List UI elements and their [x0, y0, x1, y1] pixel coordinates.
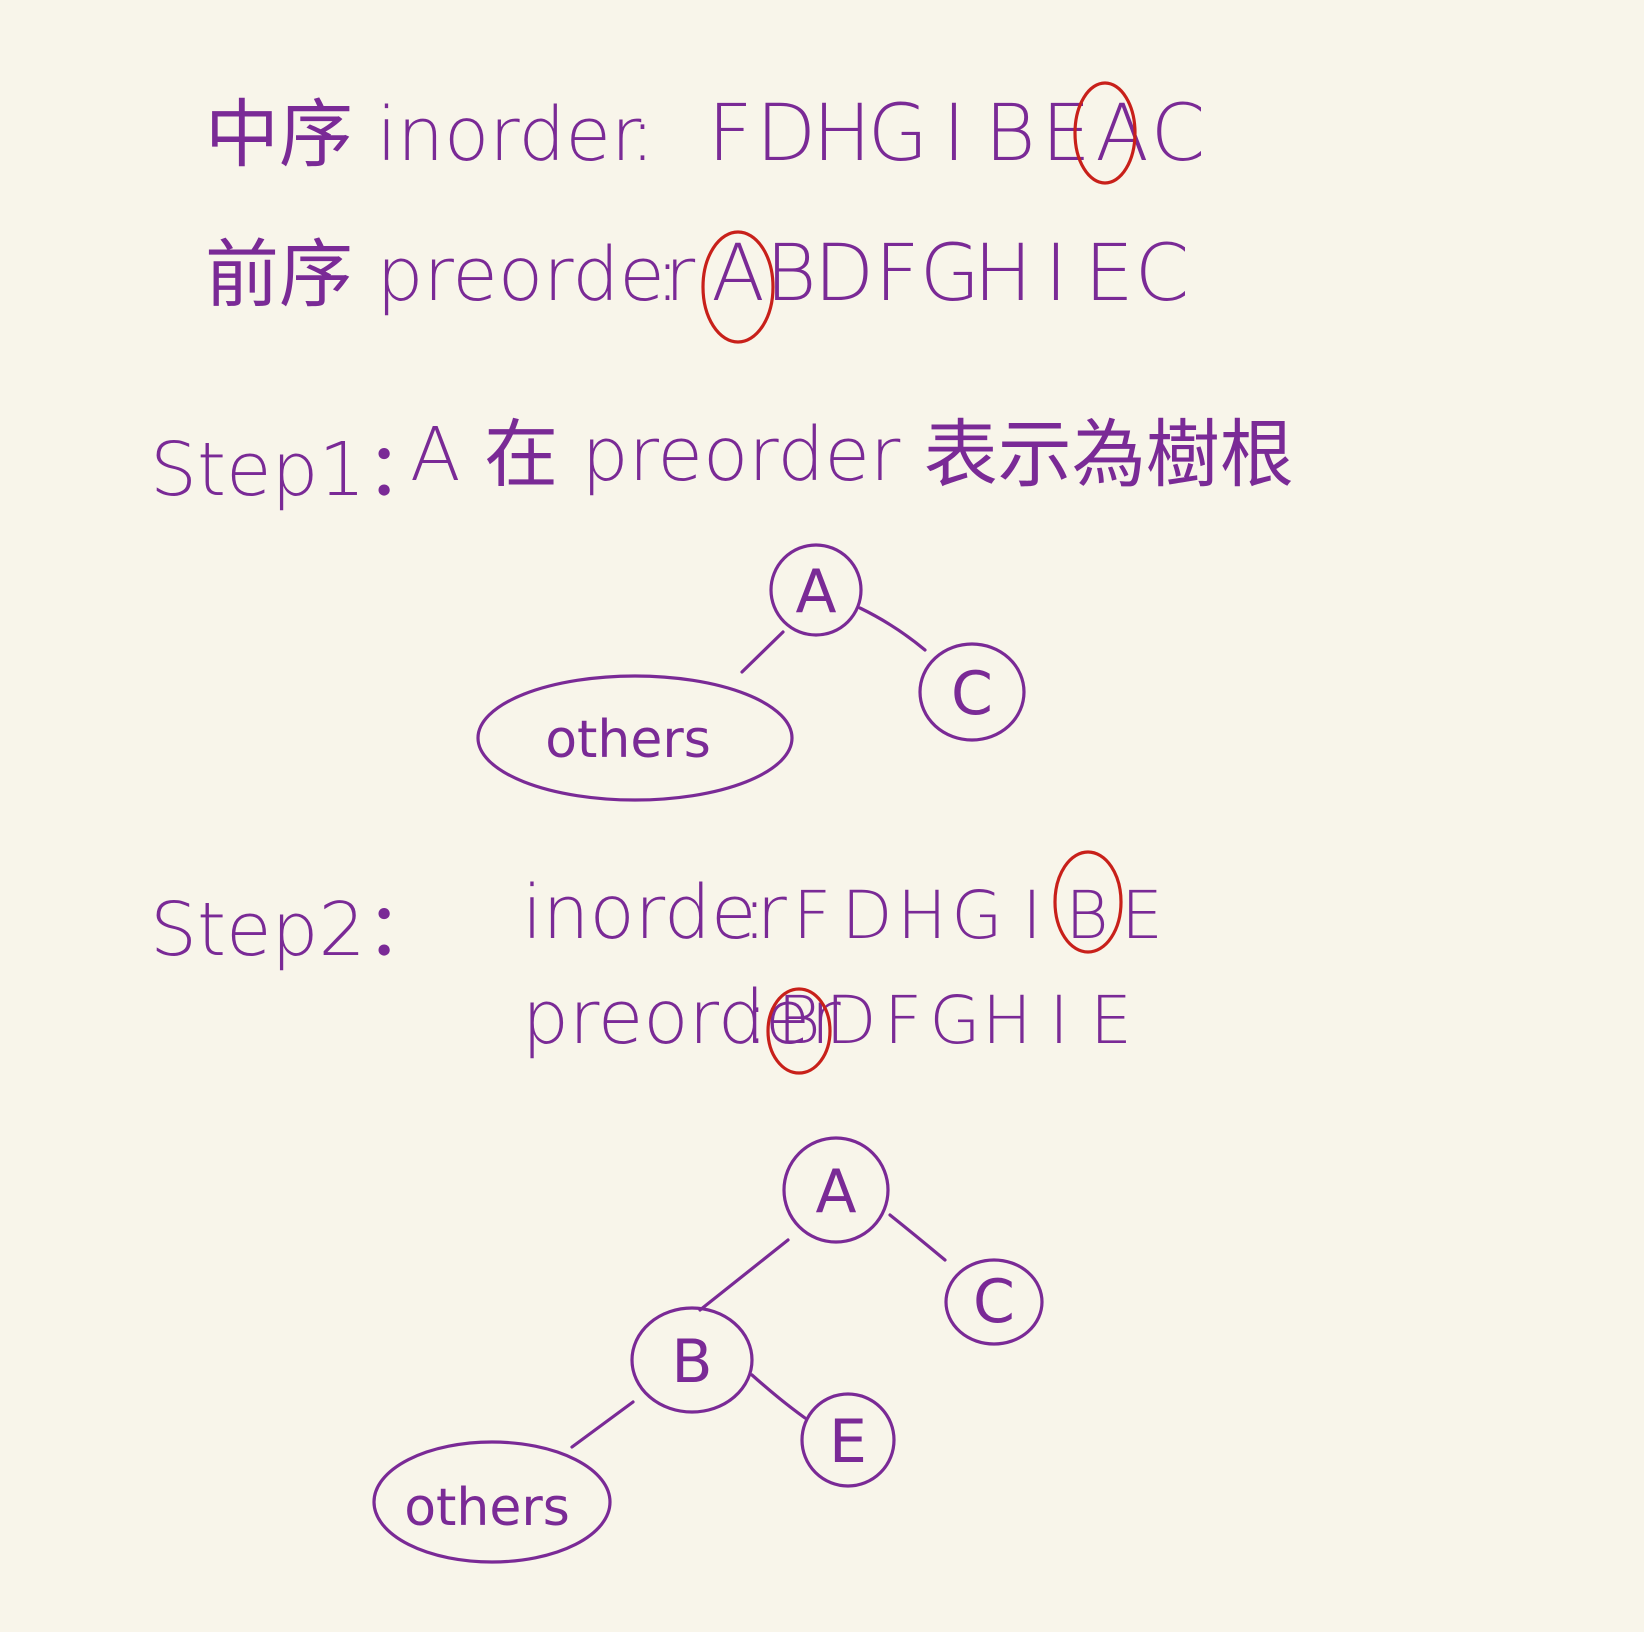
step2-preorder-letter-h: H [982, 982, 1032, 1059]
inorder-letter-i: I [942, 89, 965, 179]
step1-node-c-label: C [951, 659, 993, 729]
step2-inorder-letter-e: E [1121, 877, 1163, 954]
step2-edge-a-b [698, 1238, 790, 1312]
inorder-letter-h: H [813, 89, 872, 179]
step2-inorder-label: inorder [522, 870, 787, 956]
step2-inorder-letter-d: D [842, 877, 893, 954]
step2-tree: A C B E others [372, 1136, 1044, 1564]
step2-preorder-letter-g: G [929, 982, 980, 1059]
step2-preorder-letter-d: D [826, 982, 877, 1059]
step2-inorder-letter-g: G [951, 877, 1002, 954]
preorder-letter-a: A [711, 229, 764, 319]
step2-preorder-root-highlight [766, 987, 832, 1075]
step2-edge-b-e [750, 1373, 807, 1420]
preorder-letter-f: F [875, 229, 920, 319]
step2-edge-a-c [888, 1213, 947, 1262]
preorder-letter-h: H [974, 229, 1033, 319]
step2-preorder-colon: : [744, 975, 769, 1061]
step2-node-a [782, 1136, 890, 1244]
inorder-letter-d: D [756, 89, 816, 179]
step2-others-label: others [404, 1478, 570, 1538]
step2-inorder-root-highlight [1053, 850, 1123, 954]
preorder-label: 前序 preorder [205, 232, 696, 318]
step1-edge-a-c [858, 606, 927, 652]
step2-edge-b-others [570, 1400, 635, 1449]
step2-preorder-letter-i: I [1049, 982, 1068, 1059]
step1-text: A 在 preorder 表示為樹根 [410, 412, 1294, 498]
inorder-letter-g: G [868, 89, 928, 179]
step2-preorder-label: preorder [522, 975, 841, 1061]
inorder-letter-b: B [984, 89, 1035, 179]
step2-inorder-letter-i: I [1022, 877, 1041, 954]
inorder-letter-c: C [1151, 89, 1205, 179]
step1-node-a-label: A [795, 557, 836, 627]
step2-node-c [944, 1258, 1044, 1346]
preorder-letter-b: B [765, 229, 816, 319]
inorder-label: 中序 inorder [205, 92, 642, 178]
preorder-letter-c: C [1135, 229, 1189, 319]
preorder-letter-g: G [920, 229, 980, 319]
step2-node-e [800, 1392, 896, 1488]
step2-label: Step2： [150, 887, 440, 973]
step2-preorder-letter-e: E [1090, 982, 1132, 1059]
step1-node-a [769, 543, 863, 637]
step1-label: Step1： [150, 427, 440, 513]
step1-tree: A C others [476, 543, 1026, 802]
step2-inorder-letter-f: F [793, 877, 831, 954]
step2-inorder-letter-b: B [1065, 877, 1108, 954]
step1-others-label: others [545, 710, 711, 770]
step2-node-c-label: C [973, 1267, 1015, 1337]
preorder-letter-i: I [1044, 229, 1067, 319]
inorder-colon: : [630, 92, 655, 178]
step2-preorder-letter-f: F [884, 982, 922, 1059]
step2-node-e-label: E [829, 1407, 867, 1477]
step1-edge-a-others [740, 630, 785, 674]
preorder-colon: : [655, 232, 680, 318]
preorder-letter-d: D [814, 229, 874, 319]
preorder-root-highlight [701, 230, 775, 344]
step2-node-a-label: A [815, 1157, 856, 1227]
inorder-root-highlight [1073, 81, 1137, 185]
step1-node-c [918, 642, 1026, 742]
step2-node-b [630, 1306, 754, 1414]
step2-others-group [372, 1440, 612, 1564]
inorder-letter-f: F [708, 89, 753, 179]
step1-others-group [476, 674, 794, 802]
step2-node-b-label: B [671, 1327, 712, 1397]
inorder-letter-a: A [1095, 89, 1148, 179]
preorder-letter-e: E [1084, 229, 1133, 319]
step2-inorder-letter-h: H [897, 877, 947, 954]
step2-inorder-colon: : [742, 870, 767, 956]
